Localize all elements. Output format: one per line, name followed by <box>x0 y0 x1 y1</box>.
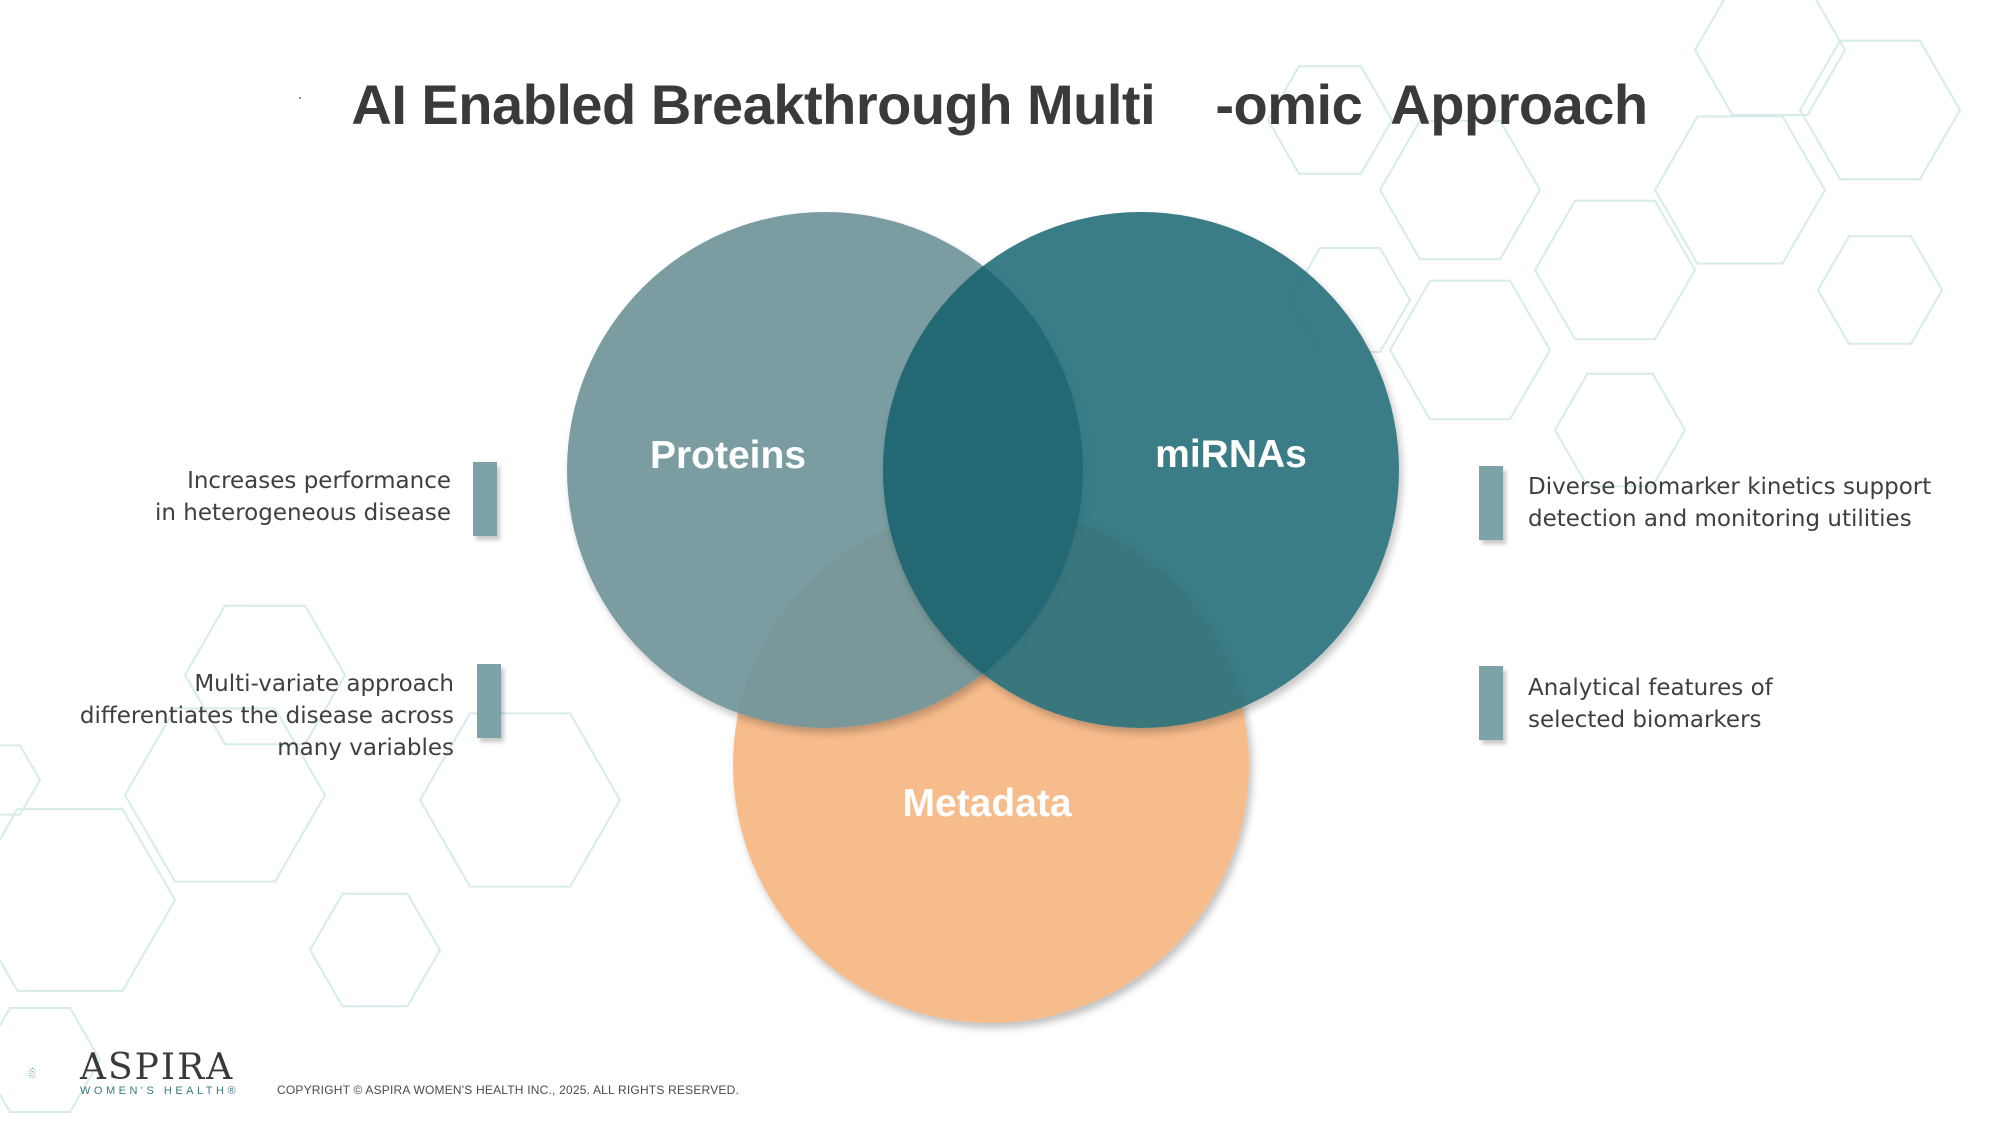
note-line: Increases performance <box>187 468 451 494</box>
note-left-bottom: Multi-variate approach differentiates th… <box>54 668 454 764</box>
note-left-top: Increases performance in heterogeneous d… <box>111 465 451 529</box>
note-line: many variables <box>277 735 454 761</box>
stray-dot <box>299 97 301 99</box>
mirnas-label: miRNAs <box>1155 433 1307 476</box>
hexagon-shape <box>1388 279 1552 421</box>
hexagon-shape <box>1553 372 1687 488</box>
copyright-text: COPYRIGHT © ASPIRA WOMEN'S HEALTH INC., … <box>277 1083 740 1097</box>
accent-bar <box>1479 666 1503 740</box>
hexagon-shape <box>183 604 347 746</box>
accent-bar <box>477 664 501 738</box>
note-line: Multi-variate approach <box>194 671 454 697</box>
hexagon-shape <box>0 744 42 816</box>
aspira-logo-icon <box>28 1067 36 1079</box>
note-line: detection and monitoring utilities <box>1528 506 1912 532</box>
hexagon-shape <box>1653 115 1827 265</box>
hexagon-shape <box>1816 235 1944 345</box>
hexagon-shape <box>1693 0 1847 116</box>
metadata-label: Metadata <box>902 782 1071 825</box>
hexagon-shape <box>1798 39 1962 181</box>
hexagon-shape <box>0 808 177 992</box>
hexagon-shape <box>418 712 622 888</box>
page-title: AI Enabled Breakthrough Multi -omic Appr… <box>351 73 1648 136</box>
note-right-bottom: Analytical features of selected biomarke… <box>1528 672 1968 736</box>
hexagon-shape <box>1266 65 1394 175</box>
note-line: Analytical features of <box>1528 675 1773 701</box>
hexagon-shape <box>308 892 442 1008</box>
hexagon-shape <box>1533 199 1697 341</box>
note-line: differentiates the disease across <box>79 703 454 729</box>
logo-wordmark: ASPIRA <box>80 1047 235 1088</box>
logo-subtitle: WOMEN'S HEALTH® <box>80 1085 240 1097</box>
accent-bar <box>1479 466 1503 540</box>
note-line: Diverse biomarker kinetics support <box>1528 474 1932 500</box>
note-right-top: Diverse biomarker kinetics support detec… <box>1528 471 1968 535</box>
center-overlap <box>883 212 1083 728</box>
hexagon-shape <box>123 707 327 883</box>
note-line: in heterogeneous disease <box>155 500 451 526</box>
title-container: AI Enabled Breakthrough Multi -omic Appr… <box>0 72 1999 137</box>
proteins-label: Proteins <box>650 434 806 477</box>
hexagon-shape <box>1378 119 1542 261</box>
hexagon-shape <box>0 1007 102 1113</box>
note-line: selected biomarkers <box>1528 707 1762 733</box>
accent-bar <box>473 462 497 536</box>
